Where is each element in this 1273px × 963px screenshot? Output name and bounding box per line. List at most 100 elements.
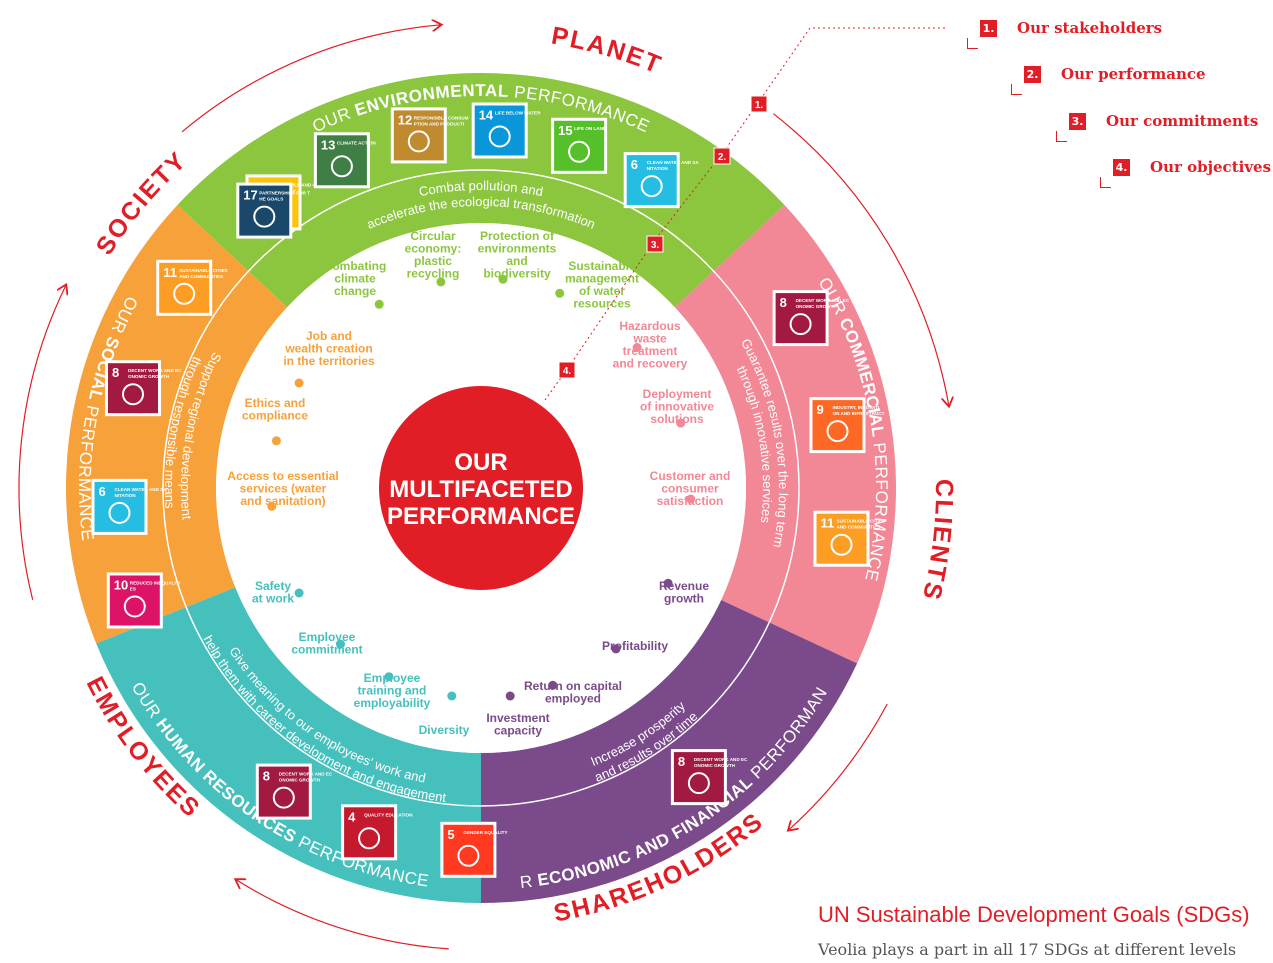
sdg-symbol (640, 175, 663, 198)
cycle-arrow (18, 286, 66, 600)
legend-bracket (1011, 84, 1022, 95)
objective-dot (271, 436, 281, 446)
objective-dot (384, 672, 394, 682)
legend-item-commitments: 3. Our commitments (1069, 112, 1258, 130)
sdg-symbol (488, 125, 511, 148)
objective-environmental: management (565, 272, 639, 286)
sdg-label: REDUCED INEQUALITI (130, 581, 180, 586)
objective-social: Ethics and (245, 396, 306, 410)
legend-marker (750, 95, 768, 113)
sdg-label: ONOMIC GROWTH (796, 304, 838, 309)
objective-human: Employee (299, 630, 356, 644)
objective-commercial: consumer (661, 482, 719, 496)
sdg-label: PARTNERSHIPS FOR T (259, 191, 310, 196)
objective-social: compliance (242, 409, 308, 423)
legend-marker-number: 4. (563, 366, 572, 377)
objective-dot (498, 274, 508, 284)
sdg-label: AND COMMUNITIES (837, 525, 881, 530)
sdg-symbol (330, 155, 353, 178)
stakeholder-clients: CLIENTS (917, 479, 958, 604)
sdg-number: 11 (163, 265, 177, 280)
sdg-number: 11 (821, 516, 835, 531)
objective-human: commitment (291, 643, 362, 657)
objective-dot (686, 494, 696, 504)
objective-economic: capacity (494, 724, 542, 738)
sdg-label: ONOMIC GROWTH (128, 374, 170, 379)
objective-environmental: Circular (410, 229, 456, 243)
sdg-symbol (457, 844, 480, 867)
legend-number: 4. (1113, 158, 1130, 176)
sdg-number: 14 (479, 108, 494, 123)
legend-marker-number: 2. (718, 152, 727, 163)
sdg-label: LIFE ON LAND (574, 126, 607, 131)
objective-environmental: Protection of (480, 229, 555, 243)
objective-human: training and (358, 684, 427, 698)
objective-dot (555, 288, 565, 298)
objective-economic: Return on capital (524, 679, 622, 693)
objective-dot (436, 277, 446, 287)
objective-commercial: solutions (650, 412, 704, 426)
center-line-2: MULTIFACETED (389, 476, 573, 503)
objective-human: Employee (364, 671, 421, 685)
legend-marker (713, 147, 731, 165)
objective-economic: Revenue (659, 579, 709, 593)
objective-dot (548, 680, 558, 690)
segment-environmental (177, 73, 785, 308)
sdg-label: SUSTAINABLE CITIES (179, 268, 227, 273)
objective-social: services (water (240, 482, 327, 496)
sdg-label: NITATION (647, 166, 669, 171)
objective-human: Safety (255, 579, 291, 593)
sdg-label: ONOMIC GROWTH (694, 763, 736, 768)
legend-item-objectives: 4. Our objectives (1113, 158, 1271, 176)
sdg-number: 17 (243, 188, 257, 203)
objective-environmental: economy: (405, 242, 462, 256)
legend-markers: 1.2.3.4. (544, 27, 945, 401)
center-badge: OUR MULTIFACETED PERFORMANCE (379, 386, 583, 590)
sdg-label: HE GOALS (259, 197, 283, 202)
sdg-label: LIFE BELOW WATER (495, 111, 542, 116)
stakeholder-arrows (18, 25, 949, 950)
objective-environmental: and (506, 254, 527, 268)
objective-environmental: climate (334, 272, 376, 286)
sdg-label: ON AND INFRASTRUCT (833, 411, 885, 416)
sdg-label: CLIMATE ACTION (337, 140, 376, 145)
sdg-symbol (687, 772, 710, 795)
sdg-symbol (568, 140, 591, 163)
sdg-symbol (253, 205, 276, 228)
sdg-symbol (407, 130, 430, 153)
objective-dot (505, 691, 515, 701)
objective-dot (294, 378, 304, 388)
objective-economic: employed (545, 692, 601, 706)
objective-commercial: waste (632, 332, 667, 346)
legend-marker-number: 1. (755, 100, 764, 111)
sdg-subtitle: Veolia plays a part in all 17 SDGs at di… (818, 940, 1237, 959)
sdg-number: 4 (348, 809, 356, 824)
sdg-symbol (789, 313, 812, 336)
stakeholder-planet: PLANET (549, 22, 666, 80)
sdg-label: ES (130, 587, 136, 592)
objectives-circle (270, 277, 692, 699)
legend-label: Our commitments (1106, 112, 1259, 130)
sdg-title: UN Sustainable Development Goals (SDGs) (818, 902, 1250, 927)
objective-social: Access to essential (227, 469, 338, 483)
commitment-environmental: Combat pollution and (418, 178, 545, 199)
sdg-symbol (272, 786, 295, 809)
objective-commercial: Deployment (643, 387, 712, 401)
cycle-arrow (789, 703, 888, 830)
legend-label: Our performance (1061, 65, 1206, 83)
objective-commercial: and recovery (613, 357, 688, 371)
objective-environmental: Combating (324, 259, 387, 273)
legend-marker (646, 235, 664, 253)
objective-commercial: satisfaction (657, 494, 724, 508)
sdg-number: 5 (447, 827, 454, 842)
sdg-label: DECENT WORK AND EC (279, 772, 333, 777)
